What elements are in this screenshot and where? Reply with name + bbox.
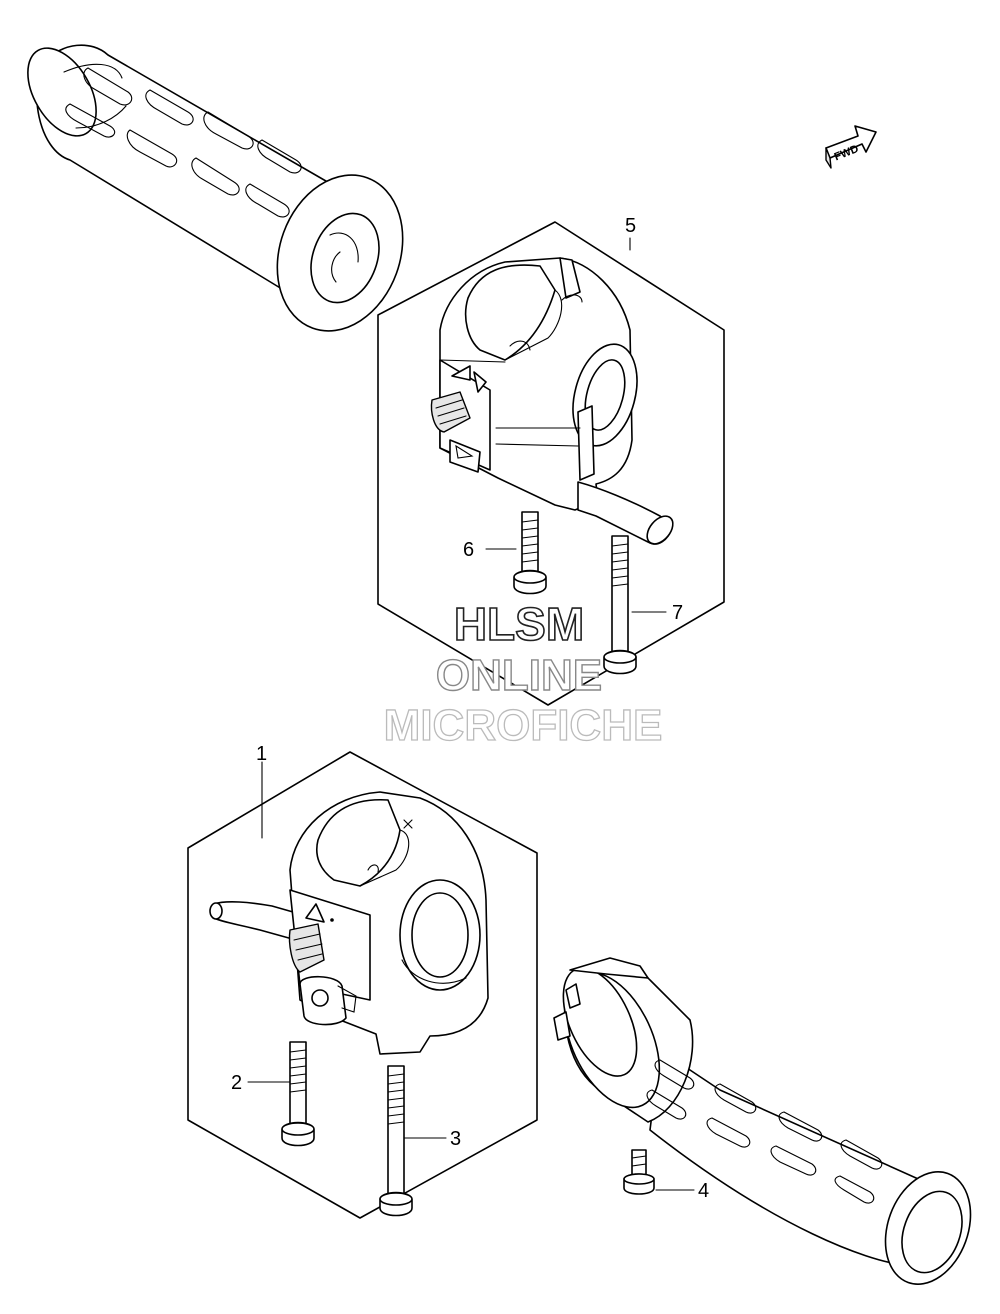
watermark-line-2: ONLINE: [436, 651, 602, 700]
screw-6: [513, 511, 547, 595]
callout-5: 5: [625, 215, 636, 237]
right-handlebar-switch-assembly: [430, 257, 674, 545]
screw-4: [623, 1149, 655, 1195]
right-switch-assembly-outline: [377, 221, 725, 706]
callout-7: 7: [672, 602, 683, 624]
left-switch-assembly-outline: [187, 751, 538, 1219]
screw-3: [379, 1065, 413, 1217]
callout-1: 1: [256, 743, 267, 765]
watermark-line-3: MICROFICHE: [384, 701, 663, 750]
watermark-line-1: HLSM: [454, 598, 584, 650]
callout-4: 4: [698, 1180, 709, 1202]
left-handlebar-switch-assembly: [209, 791, 489, 1055]
fwd-direction-arrow: FWD: [825, 125, 877, 169]
watermark: HLSM ONLINE MICROFICHE: [383, 597, 663, 750]
leader-lines: [247, 237, 695, 1191]
callout-6: 6: [463, 539, 474, 561]
callout-3: 3: [450, 1128, 461, 1150]
right-handlebar-grip-throttle: [553, 957, 972, 1285]
screw-2: [281, 1041, 315, 1147]
callout-2: 2: [231, 1072, 242, 1094]
left-handlebar-grip: [27, 44, 404, 332]
screw-7: [603, 535, 637, 675]
